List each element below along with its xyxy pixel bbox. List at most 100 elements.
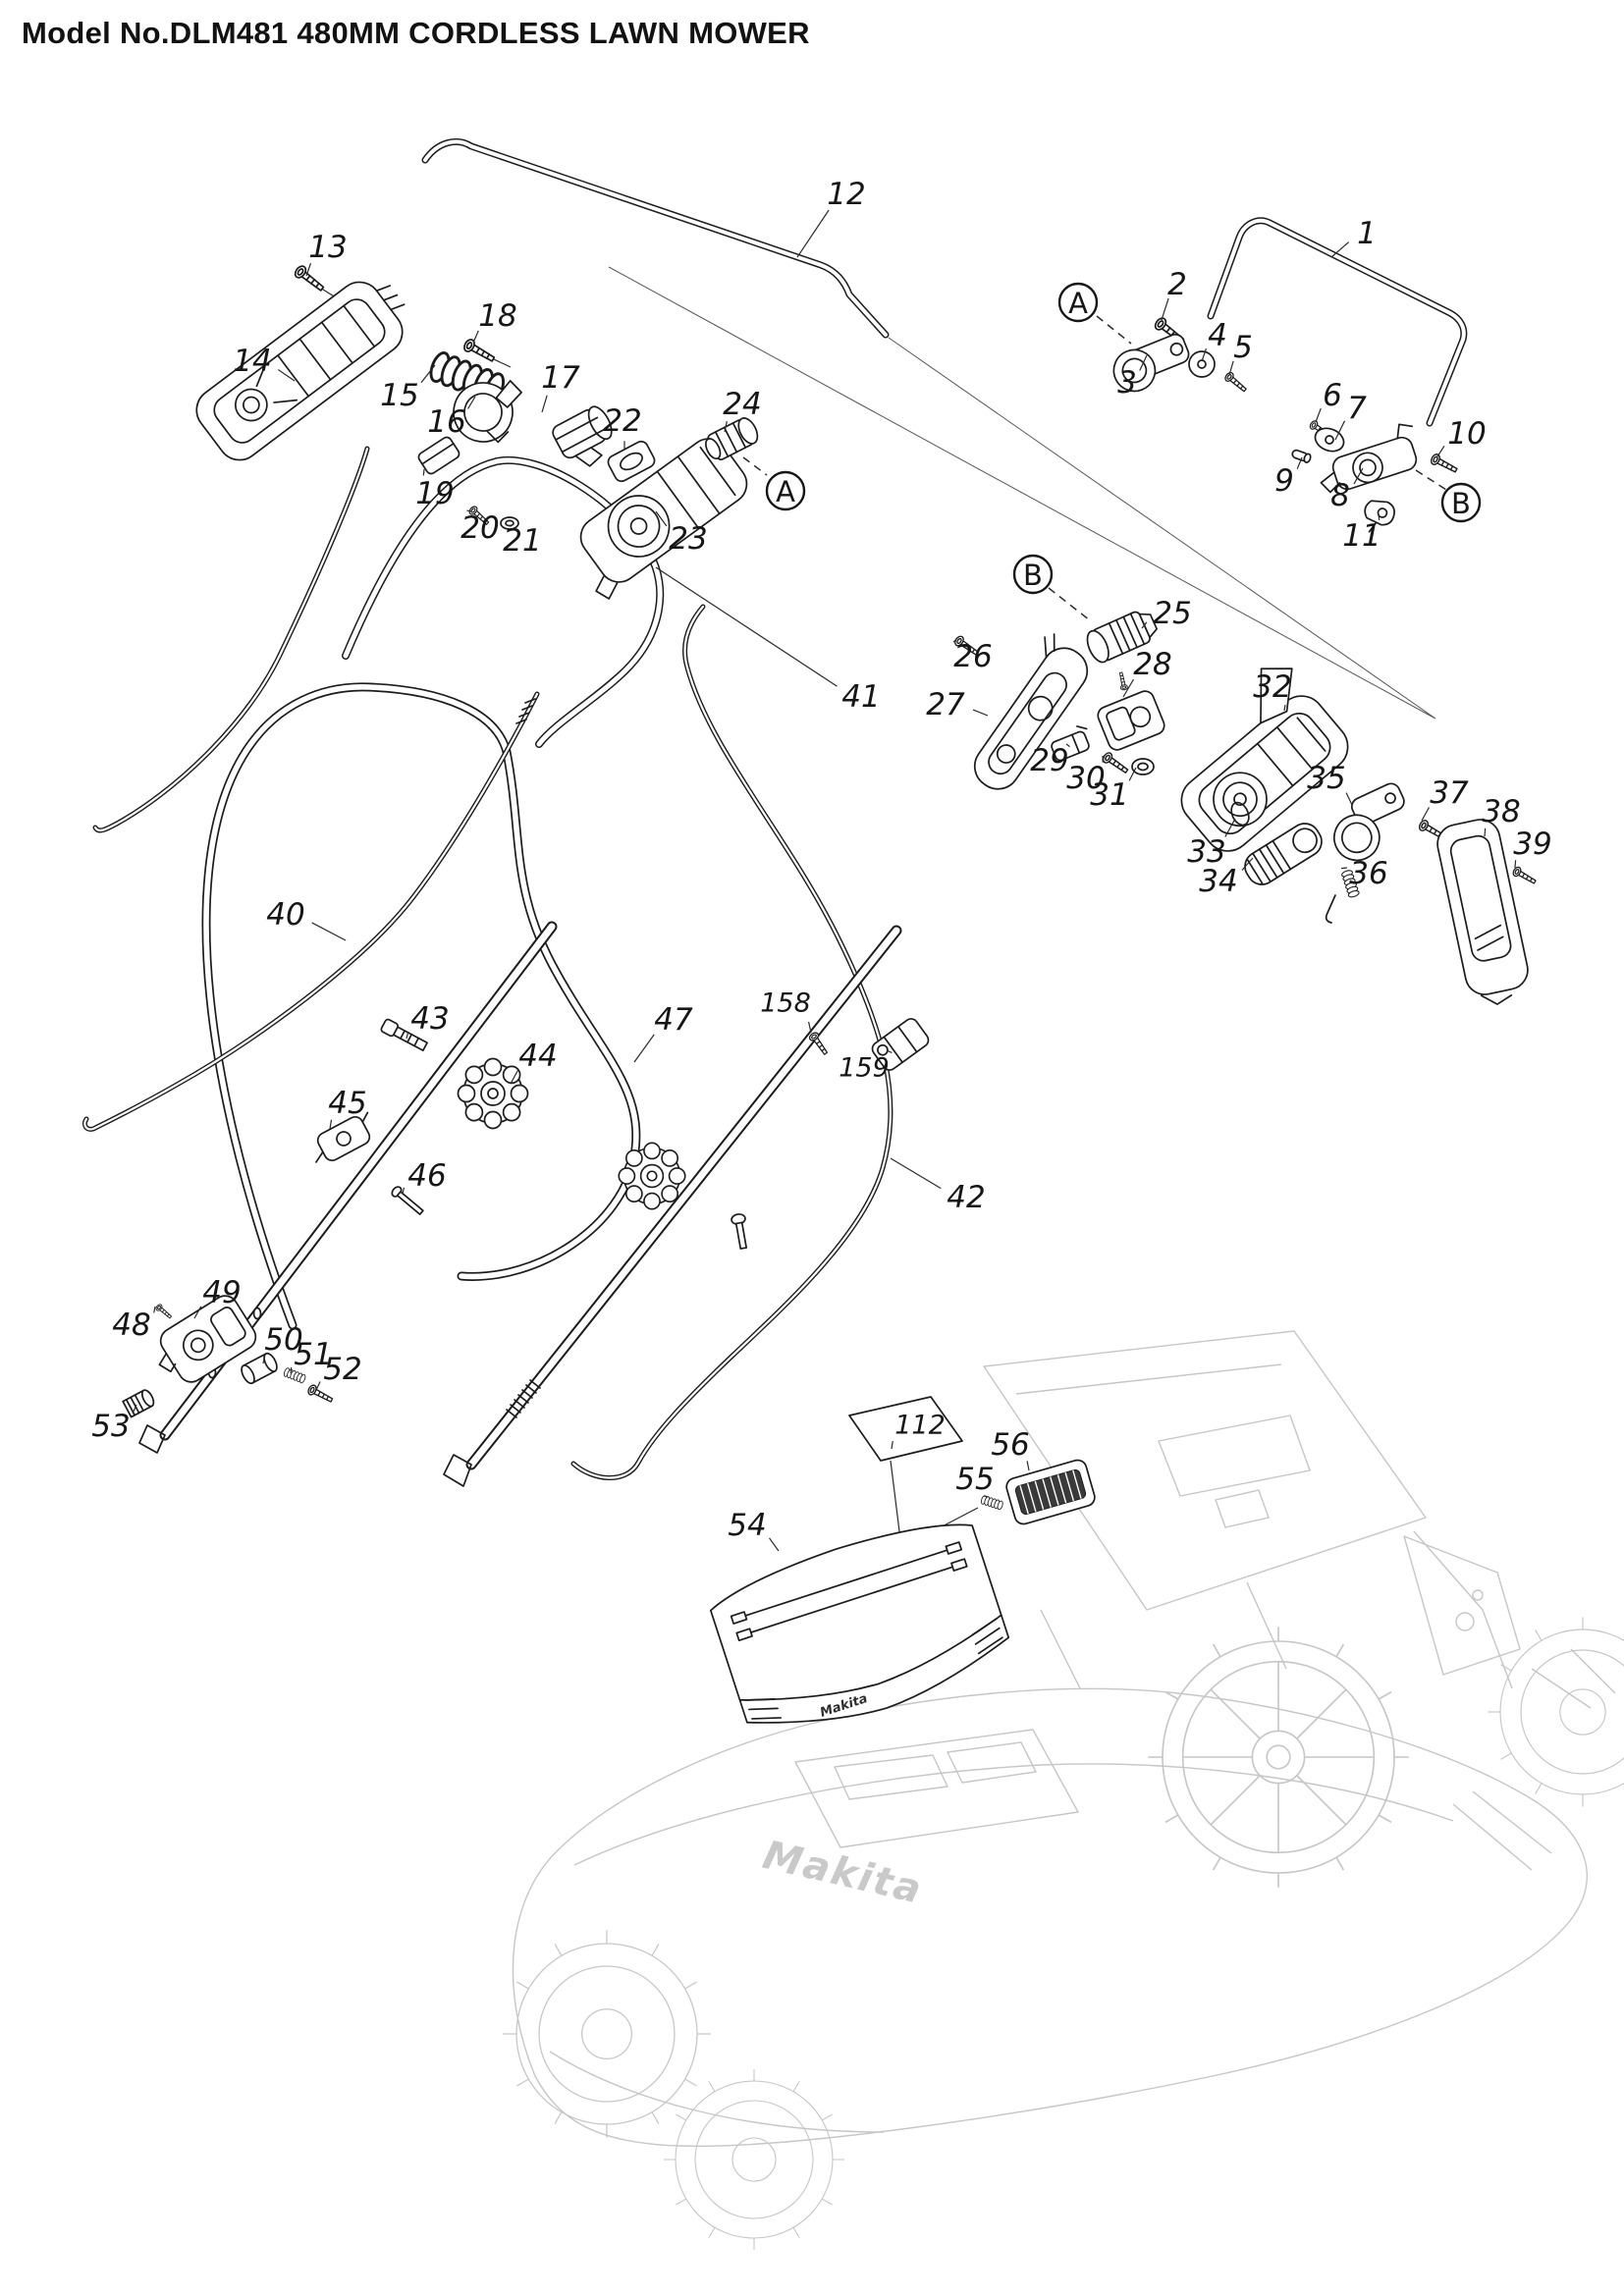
leader-line-55 bbox=[983, 1495, 989, 1498]
part-callout-49: 49 bbox=[202, 1275, 241, 1310]
part-callout-43: 43 bbox=[410, 1001, 449, 1037]
part-callout-53: 53 bbox=[91, 1409, 130, 1444]
leader-line-159 bbox=[886, 1049, 893, 1054]
leader-line-56 bbox=[1026, 1461, 1030, 1471]
part-callout-27: 27 bbox=[926, 687, 965, 722]
handle-mount-assembly-bottom-left bbox=[122, 1295, 335, 1418]
dashed-leader-3 bbox=[1415, 469, 1447, 491]
part-callout-36: 36 bbox=[1349, 856, 1387, 891]
part-callout-48: 48 bbox=[112, 1308, 150, 1343]
leader-line-46 bbox=[402, 1187, 406, 1195]
part-callout-32: 32 bbox=[1253, 669, 1291, 705]
part-callout-39: 39 bbox=[1513, 827, 1551, 862]
part-callout-22: 22 bbox=[603, 403, 641, 439]
terminal-block-56-drawing bbox=[1005, 1459, 1096, 1525]
part-callout-12: 12 bbox=[827, 177, 865, 212]
motor-cover-54-drawing: Makita bbox=[709, 1523, 1010, 1724]
part-callout-41: 41 bbox=[841, 679, 880, 715]
dashed-leader-0 bbox=[742, 456, 768, 476]
leader-line-31 bbox=[1128, 767, 1137, 781]
leader-line-15 bbox=[420, 364, 436, 384]
leader-line-1 bbox=[1330, 241, 1350, 258]
ref-circle-B-3: B bbox=[1440, 482, 1482, 523]
leader-line-32 bbox=[1283, 705, 1286, 712]
leader-line-17 bbox=[541, 395, 548, 413]
leader-line-23 bbox=[655, 510, 668, 527]
part-callout-52: 52 bbox=[323, 1352, 361, 1387]
part-callout-13: 13 bbox=[308, 230, 347, 265]
leader-line-158 bbox=[807, 1021, 812, 1034]
leader-line-10 bbox=[1436, 446, 1445, 457]
leader-line-13 bbox=[305, 262, 312, 277]
part-callout-15: 15 bbox=[380, 378, 418, 413]
leader-line-112 bbox=[891, 1440, 893, 1450]
leader-line-26 bbox=[952, 638, 957, 643]
svg-text:B: B bbox=[1023, 559, 1043, 592]
leader-line-29 bbox=[1065, 743, 1070, 748]
leader-line-34 bbox=[1241, 857, 1254, 871]
part-callout-23: 23 bbox=[669, 521, 707, 557]
leader-line-48 bbox=[153, 1306, 156, 1313]
label-sheet-112-drawing bbox=[848, 1396, 963, 1462]
part-callout-3: 3 bbox=[1117, 365, 1137, 400]
part-callout-51: 51 bbox=[294, 1337, 332, 1372]
ghost-wheel-far-right bbox=[1487, 1616, 1624, 1808]
part-callout-19: 19 bbox=[415, 476, 454, 511]
leader-line-54 bbox=[769, 1537, 780, 1552]
leader-line-8 bbox=[1353, 467, 1364, 485]
page-title: Model No.DLM481 480MM CORDLESS LAWN MOWE… bbox=[22, 16, 810, 50]
part-callout-7: 7 bbox=[1347, 391, 1367, 426]
leader-line-40 bbox=[311, 922, 347, 941]
part-callout-4: 4 bbox=[1208, 318, 1227, 353]
part-callout-1: 1 bbox=[1357, 216, 1377, 251]
lever-switch-assembly-middle bbox=[952, 611, 1539, 1005]
part-callout-10: 10 bbox=[1447, 416, 1486, 452]
leader-line-36 bbox=[1340, 867, 1348, 870]
part-callout-56: 56 bbox=[991, 1427, 1029, 1463]
leader-line-28 bbox=[1122, 678, 1135, 698]
leader-line-5 bbox=[1228, 360, 1234, 376]
part-callout-40: 40 bbox=[266, 897, 304, 933]
leader-line-43 bbox=[406, 1031, 409, 1040]
leader-line-14 bbox=[277, 369, 296, 382]
leader-line-51 bbox=[290, 1366, 293, 1374]
part-callout-47: 47 bbox=[654, 1002, 693, 1038]
leader-line-19 bbox=[422, 468, 425, 476]
part-callout-5: 5 bbox=[1233, 330, 1253, 365]
part-callout-33: 33 bbox=[1187, 834, 1225, 870]
leader-line-18 bbox=[472, 330, 479, 344]
leader-line-38 bbox=[1484, 828, 1487, 837]
leader-line-42 bbox=[890, 1157, 942, 1190]
svg-text:A: A bbox=[776, 475, 795, 508]
ref-circle-A-0: A bbox=[765, 470, 806, 511]
leader-line-9 bbox=[1296, 456, 1303, 469]
long-reference-lines bbox=[311, 266, 1436, 720]
leader-line-35 bbox=[1345, 792, 1353, 806]
leader-line-53 bbox=[132, 1404, 137, 1415]
motor-cover-assembly: Makita bbox=[709, 1396, 1096, 1724]
leader-line-7 bbox=[1334, 420, 1346, 441]
leader-line-41 bbox=[655, 566, 838, 687]
leader-line-49 bbox=[193, 1306, 202, 1319]
part-callout-28: 28 bbox=[1133, 647, 1171, 682]
dashed-leader-1 bbox=[1096, 315, 1132, 345]
part-callout-159: 159 bbox=[839, 1053, 890, 1084]
part-callout-37: 37 bbox=[1430, 775, 1469, 811]
part-callout-158: 158 bbox=[760, 988, 811, 1019]
part-callout-18: 18 bbox=[478, 298, 516, 334]
part-callout-14: 14 bbox=[233, 344, 271, 379]
part-callout-26: 26 bbox=[953, 639, 992, 674]
leader-line-21 bbox=[505, 524, 513, 527]
leader-line-25 bbox=[1141, 621, 1148, 629]
leader-line-39 bbox=[1514, 860, 1517, 869]
part-callout-25: 25 bbox=[1153, 596, 1191, 631]
part-callout-8: 8 bbox=[1330, 478, 1350, 513]
part-callout-30: 30 bbox=[1066, 761, 1105, 796]
ref-circle-B-2: B bbox=[1012, 554, 1054, 595]
part-callout-31: 31 bbox=[1090, 777, 1128, 813]
leader-line-20 bbox=[466, 509, 472, 512]
part-callout-54: 54 bbox=[728, 1508, 766, 1543]
leader-line-37 bbox=[1421, 807, 1431, 822]
part-callout-55: 55 bbox=[955, 1462, 994, 1497]
dashed-leader-2 bbox=[1048, 587, 1091, 621]
